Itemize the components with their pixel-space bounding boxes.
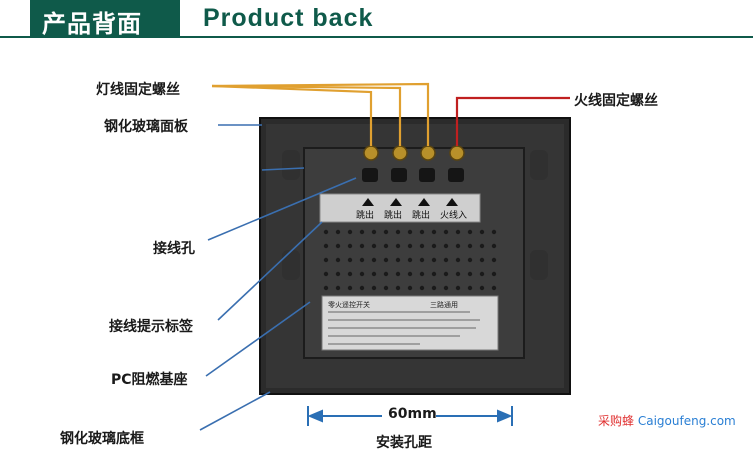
section-header: 产品背面 Product back xyxy=(0,0,753,40)
watermark-en: Caigoufeng.com xyxy=(637,414,736,428)
lamp-wires xyxy=(211,82,430,146)
terminal-label-out-2: 跳出 xyxy=(384,211,403,221)
mount-tab-left-bottom xyxy=(282,250,300,280)
dimension-caption: 安装孔距 xyxy=(376,435,432,451)
label-glass-panel: 钢化玻璃面板 xyxy=(104,119,188,135)
wiring-holes xyxy=(362,168,464,182)
label-glass-frame: 钢化玻璃底框 xyxy=(60,431,144,447)
vent-grid xyxy=(323,229,497,291)
screw-3 xyxy=(420,145,436,161)
label-pc-base: PC阻燃基座 xyxy=(111,372,188,388)
screw-1 xyxy=(363,145,379,161)
mount-tab-right-bottom xyxy=(530,250,548,280)
screw-4 xyxy=(449,145,465,161)
terminal-label-out-1: 跳出 xyxy=(356,211,375,221)
mount-tab-left-top xyxy=(282,150,300,180)
watermark-cn: 采购蜂 xyxy=(598,414,635,428)
label-wiring-label: 接线提示标签 xyxy=(109,319,193,335)
callout-lines xyxy=(199,124,357,431)
header-rule xyxy=(0,36,753,38)
watermark: 采购蜂 Caigoufeng.com xyxy=(598,412,736,429)
sticker-lines xyxy=(328,311,480,345)
terminal-label-live-in: 火线入 xyxy=(440,211,468,221)
terminal-arrows xyxy=(362,198,458,206)
live-wire xyxy=(455,96,570,146)
label-lamp-screw: 灯线固定螺丝 xyxy=(96,82,180,98)
mount-tab-right-top xyxy=(530,150,548,180)
header-title-cn: 产品背面 xyxy=(42,10,142,38)
label-live-screw: 火线固定螺丝 xyxy=(574,93,658,109)
dimension-line xyxy=(307,406,513,426)
info-sticker xyxy=(321,295,499,351)
sticker-title: 零火遥控开关 xyxy=(328,301,370,309)
terminal-hint-strip xyxy=(319,193,481,223)
dimension-value: 60mm xyxy=(388,406,437,422)
screw-2 xyxy=(392,145,408,161)
label-wiring-hole: 接线孔 xyxy=(153,241,195,257)
header-title-en: Product back xyxy=(203,4,374,32)
terminal-label-out-3: 跳出 xyxy=(412,211,431,221)
sticker-note: 三路通用 xyxy=(430,301,458,309)
header-tab: 产品背面 xyxy=(30,0,180,38)
